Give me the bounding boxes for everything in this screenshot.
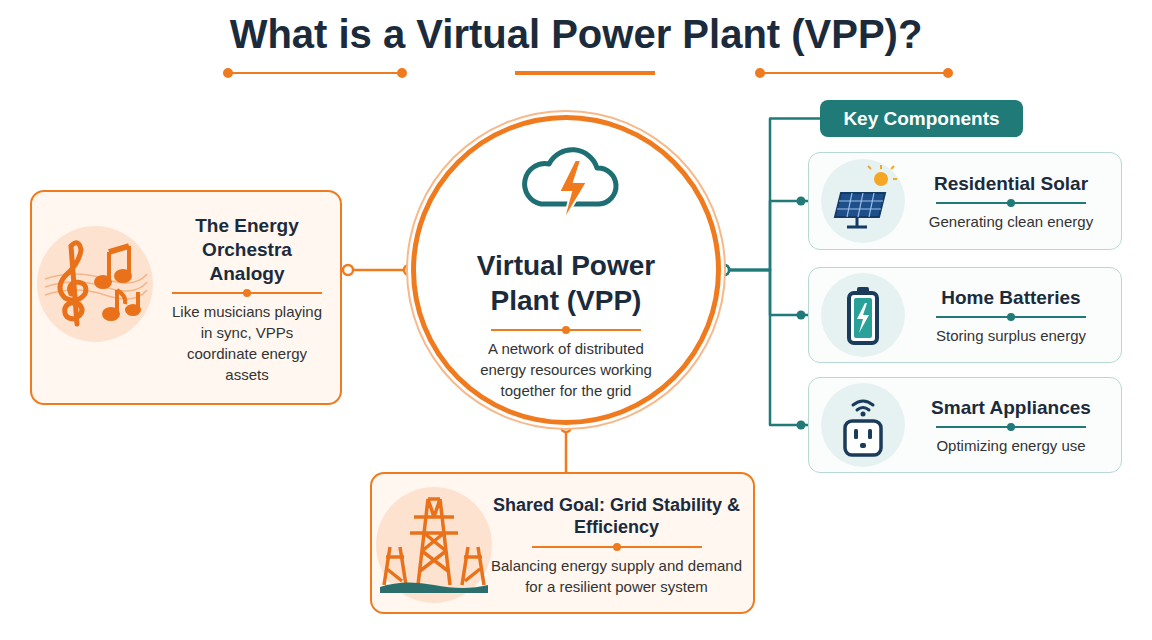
divider-dot	[562, 326, 570, 334]
divider-dot	[1007, 199, 1015, 207]
connector	[719, 265, 808, 320]
node-heading: Virtual Power Plant (VPP)	[451, 248, 681, 318]
section-tab: Key Components	[820, 100, 1023, 137]
divider-dot	[613, 543, 621, 551]
music-icon	[35, 224, 155, 348]
connector	[719, 265, 808, 430]
info-card: The Energy Orchestra AnalogyLike musicia…	[30, 190, 342, 405]
divider-dot	[243, 289, 251, 297]
pylon-icon	[374, 485, 494, 609]
divider-dot	[1007, 423, 1015, 431]
joint-dot	[797, 311, 806, 320]
connector	[719, 197, 808, 276]
node-heading: The Energy Orchestra Analogy	[168, 214, 326, 285]
node-heading: Key Components	[843, 107, 999, 131]
info-card: Shared Goal: Grid Stability & Efficiency…	[370, 472, 755, 614]
diagram-title: What is a Virtual Power Plant (VPP)?	[0, 12, 1152, 57]
node-description: Like musicians playing in sync, VPPs coo…	[168, 301, 326, 385]
node-description: Storing surplus energy	[936, 325, 1086, 346]
connector	[719, 119, 820, 276]
connector	[342, 265, 414, 275]
node-heading: Home Batteries	[941, 286, 1080, 310]
divider-line	[532, 546, 702, 548]
joint-dot	[797, 197, 806, 206]
info-card: Residential SolarGenerating clean energy	[808, 152, 1122, 250]
divider-line	[172, 292, 322, 294]
info-card: Home BatteriesStoring surplus energy	[808, 267, 1122, 363]
node-heading: Smart Appliances	[931, 396, 1091, 420]
plug-icon	[821, 383, 905, 471]
cloud-icon	[511, 142, 631, 236]
divider-line	[491, 329, 641, 331]
node-description: Balancing energy supply and demand for a…	[484, 555, 749, 597]
joint-ring	[343, 265, 353, 275]
solar-icon	[821, 159, 905, 247]
node-heading: Residential Solar	[934, 172, 1088, 196]
divider-line	[936, 202, 1086, 204]
node-description: A network of distributed energy resource…	[466, 338, 666, 401]
node-description: Generating clean energy	[929, 211, 1093, 232]
info-card: Smart AppliancesOptimizing energy use	[808, 377, 1122, 473]
battery-icon	[821, 273, 905, 361]
node-heading: Shared Goal: Grid Stability & Efficiency	[484, 494, 749, 539]
node-description: Optimizing energy use	[936, 435, 1085, 456]
divider-line	[936, 426, 1086, 428]
divider-dot	[1007, 313, 1015, 321]
connector	[561, 422, 571, 472]
center-circle: Virtual Power Plant (VPP) A network of di…	[411, 115, 721, 425]
joint-dot	[797, 421, 806, 430]
divider-line	[936, 316, 1086, 318]
